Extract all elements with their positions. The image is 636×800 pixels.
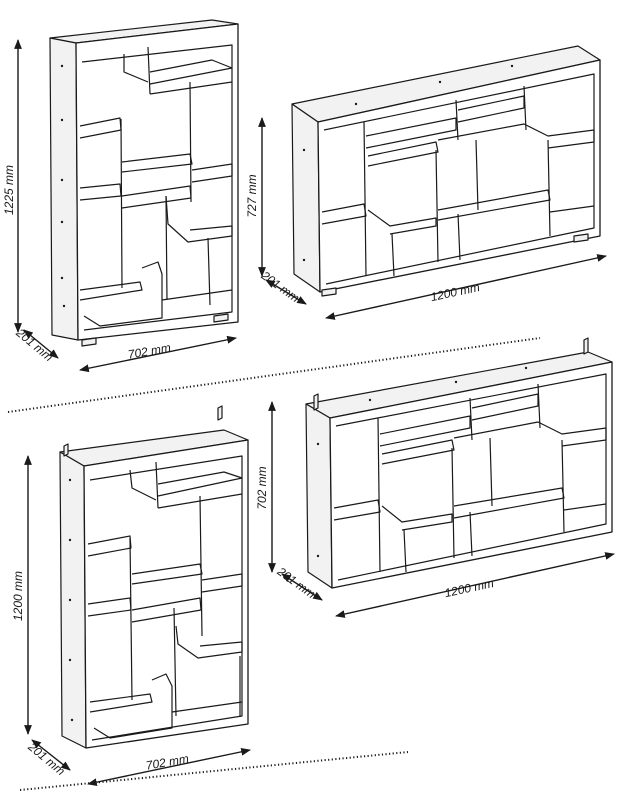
width-label-1: 702 mm — [127, 340, 172, 361]
depth-label-3: 201 mm — [25, 739, 68, 778]
height-label-4: 702 mm — [255, 466, 269, 509]
height-label-1: 1225 mm — [2, 165, 16, 215]
width-label-2: 1200 mm — [429, 280, 481, 304]
dim-line-depth-2 — [265, 279, 307, 305]
width-label-3: 702 mm — [145, 751, 190, 772]
width-label-4: 1200 mm — [443, 576, 495, 600]
dim-line-width-2 — [325, 254, 607, 320]
dim-line-depth-4 — [281, 573, 323, 601]
wall-shelf-vertical-drawing — [59, 405, 249, 749]
dim-line-width-3 — [87, 747, 251, 787]
dim-line-width-4 — [335, 552, 615, 618]
dim-line-depth-1 — [23, 329, 59, 359]
dim-line-depth-3 — [31, 739, 71, 771]
height-label-3: 1200 mm — [11, 571, 25, 621]
depth-label-1: 201 mm — [13, 325, 56, 364]
wall-shelf-horizontal-drawing — [305, 337, 613, 589]
height-label-2: 727 mm — [245, 174, 259, 217]
bookcase-vertical-drawing — [49, 19, 239, 347]
dim-line-width-1 — [79, 335, 237, 373]
bookcase-horizontal-drawing — [291, 45, 601, 297]
